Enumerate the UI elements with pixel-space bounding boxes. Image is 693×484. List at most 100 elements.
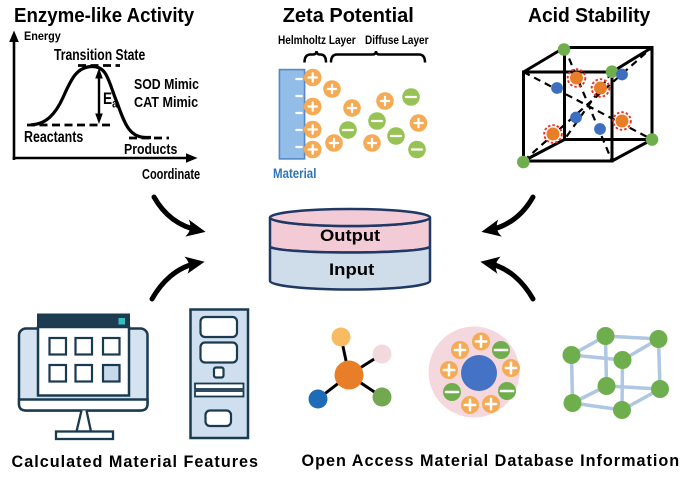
cube-blue-atom-icon — [551, 82, 563, 94]
cube-atoms — [517, 43, 659, 169]
sod-mimic-label: SOD Mimic — [134, 75, 199, 93]
app-window-grid — [48, 336, 121, 383]
cube-corner-atom-icon — [517, 155, 530, 169]
cylinder-input-band — [268, 245, 432, 291]
plus-sign-icon — [463, 398, 477, 412]
material-surface-charges — [295, 77, 303, 149]
monitor-stand-base — [54, 430, 115, 441]
molecule-icon — [308, 327, 392, 409]
titlebar-button-icon — [118, 318, 125, 325]
products-label: Products — [124, 141, 178, 158]
plus-sign-icon — [484, 397, 498, 411]
app-window-titlebar — [37, 313, 130, 328]
lattice-atom-icon — [596, 327, 615, 345]
plus-sign-icon — [307, 101, 318, 112]
cube-body-diagonals — [522, 46, 653, 162]
arrow-bottom-left-icon — [149, 256, 205, 302]
ea-arrowhead-down-icon — [95, 113, 103, 124]
cube-orange-atom-icon — [570, 71, 583, 85]
ea-arrowhead-up-icon — [95, 68, 103, 79]
molecule-atom-icon — [372, 344, 392, 364]
energy-axis-label: Energy — [23, 29, 61, 44]
helmholtz-layer-label: Helmholtz Layer — [278, 33, 356, 47]
computer-illustration — [17, 308, 250, 441]
crystal-cube — [517, 43, 659, 169]
lattice-atom-icon — [613, 401, 631, 419]
plus-sign-icon — [307, 72, 318, 83]
cube-blue-atom-icon — [594, 123, 606, 135]
cube-orange-atom-icon — [546, 127, 560, 141]
arrow-top-right-icon — [481, 194, 536, 237]
acid-panel-title: Acid Stability — [527, 4, 650, 27]
lattice-atom-icon — [562, 346, 581, 364]
arrow-bottom-right-icon — [480, 256, 536, 302]
zeta-diagram — [278, 50, 428, 160]
coordinate-axis-label: Coordinate — [142, 167, 201, 184]
cube-blue-atom-icon — [616, 68, 628, 81]
surface-minus-mark-icon — [295, 145, 303, 149]
enzyme-panel-title: Enzyme-like Activity — [13, 4, 194, 27]
material-surface — [278, 68, 306, 160]
reaction-energy-curve — [30, 64, 151, 140]
plus-sign-icon — [307, 144, 318, 155]
dissolution-ring-icon — [612, 111, 632, 131]
molecule-atom-icon — [308, 389, 328, 409]
surface-minus-mark-icon — [295, 77, 303, 81]
lattice-atom-icon — [563, 394, 582, 412]
open-access-caption: Open Access Material Database Informatio… — [301, 451, 681, 470]
database-input-label: Input — [328, 259, 374, 279]
cube-orange-atom-icon — [615, 114, 629, 128]
reactants-label: Reactants — [24, 128, 84, 146]
plus-sign-icon — [474, 335, 488, 348]
plus-sign-icon — [379, 95, 391, 107]
plus-sign-icon — [307, 124, 318, 135]
cube-corner-atom-icon — [645, 133, 659, 146]
molecule-atom-icon — [372, 387, 392, 407]
cube-blue-atom-icon — [570, 111, 582, 124]
cylinder-top — [268, 207, 432, 228]
nanoparticle-charges — [440, 332, 520, 414]
y-axis-arrowhead-icon — [9, 30, 19, 42]
ea-symbol: E — [102, 89, 112, 109]
cat-mimic-label: CAT Mimic — [134, 93, 199, 111]
nanoparticle-core — [461, 355, 497, 391]
database-output-label: Output — [319, 225, 381, 245]
material-label: Material — [272, 164, 316, 181]
helmholtz-bracket — [303, 50, 328, 63]
ea-subscript: a — [111, 96, 117, 111]
database-cylinder — [268, 207, 432, 291]
cube-corner-atom-icon — [605, 65, 619, 78]
activation-energy-label: Ea — [103, 90, 117, 110]
diffuse-bracket — [329, 50, 427, 63]
plus-sign-icon — [346, 102, 358, 114]
dissolution-ring-icon — [566, 68, 587, 88]
zeta-panel-title: Zeta Potential — [282, 4, 414, 27]
surface-minus-mark-icon — [295, 94, 303, 98]
plus-sign-icon — [442, 363, 456, 377]
plus-sign-icon — [328, 137, 340, 149]
dissolution-ring-icon — [543, 124, 563, 144]
surface-minus-mark-icon — [295, 128, 303, 132]
plus-sign-icon — [326, 83, 338, 95]
surface-minus-mark-icon — [295, 111, 303, 115]
features-caption: Calculated Material Features — [11, 452, 260, 471]
lattice-atom-icon — [651, 380, 669, 398]
dissolution-ring-icon — [590, 78, 611, 98]
crystal-lattice-icon — [562, 327, 669, 419]
monitor-stand-neck — [75, 410, 93, 433]
diffuse-layer-label: Diffuse Layer — [364, 33, 429, 47]
plus-sign-icon — [504, 361, 518, 375]
nanoparticle-icon — [428, 326, 520, 418]
x-axis-arrowhead-icon — [186, 153, 198, 163]
plus-sign-icon — [366, 137, 378, 149]
cube-corner-atom-icon — [557, 43, 571, 56]
solution-charges — [303, 68, 428, 159]
plus-sign-icon — [413, 117, 424, 129]
molecule-atom-icon — [331, 327, 351, 347]
energy-diagram — [9, 30, 198, 163]
molecule-center-atom-icon — [334, 360, 364, 390]
plus-sign-icon — [453, 343, 467, 357]
monitor-chin — [17, 398, 149, 412]
